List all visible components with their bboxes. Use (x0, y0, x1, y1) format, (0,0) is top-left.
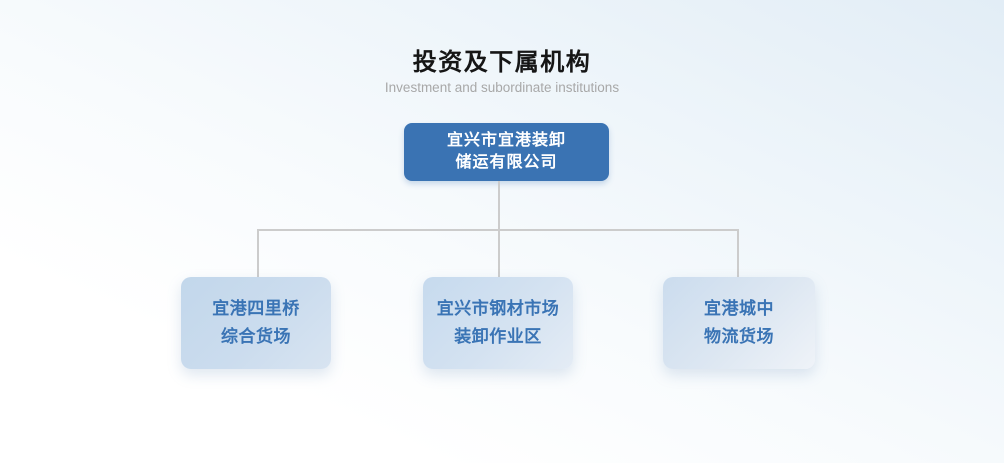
connector-drop-right (737, 230, 739, 277)
org-node-child-siliqiao-yard: 宜港四里桥 综合货场 (181, 277, 331, 369)
connector-drop-left (257, 230, 259, 277)
org-node-child-steel-market-area: 宜兴市钢材市场 装卸作业区 (423, 277, 573, 369)
org-node-child-chengzhong-logistics: 宜港城中 物流货场 (663, 277, 815, 369)
connector-root-drop (498, 181, 500, 230)
connector-drop-middle (498, 230, 500, 277)
page-subtitle: Investment and subordinate institutions (384, 80, 620, 95)
page-title: 投资及下属机构 (412, 49, 592, 76)
org-node-root: 宜兴市宜港装卸 储运有限公司 (404, 123, 609, 181)
